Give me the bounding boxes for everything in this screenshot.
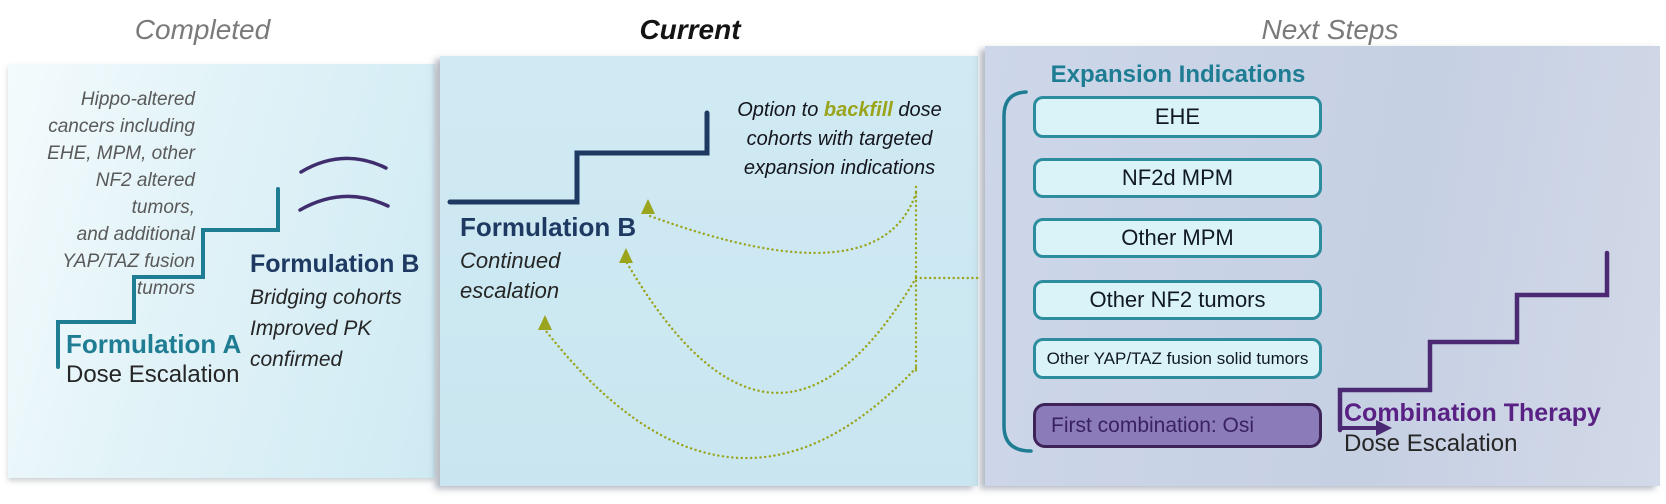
next-steps-title: Next Steps: [1261, 14, 1399, 45]
expansion-box-yap-taz: Other YAP/TAZ fusion solid tumors: [1033, 338, 1322, 379]
formulation-a-subtitle: Dose Escalation: [66, 361, 240, 388]
backfill-highlight: backfill: [823, 99, 893, 121]
backfill-option-prefix: Option to: [737, 99, 824, 121]
formulation-b-label: Formulation B: [250, 250, 420, 278]
formulation-a-label: Formulation A: [66, 329, 242, 359]
combination-therapy-subtitle: Dose Escalation: [1344, 430, 1518, 457]
current-formulation-b-label: Formulation B: [460, 212, 637, 242]
expansion-box-other-nf2: Other NF2 tumors: [1033, 280, 1322, 320]
current-formulation-b-subtitle: Continued escalation: [460, 248, 561, 303]
expansion-box-ehe: EHE: [1033, 96, 1322, 138]
expansion-box-nf2d-mpm: NF2d MPM: [1033, 158, 1322, 198]
backfill-option-suffix: dose cohorts with targeted expansion ind…: [743, 99, 942, 179]
backfill-option-note: Option to backfill dose cohorts with tar…: [722, 96, 957, 183]
hippo-cancers-note: Hippo-altered cancers including EHE, MPM…: [47, 89, 195, 299]
expansion-box-other-mpm: Other MPM: [1033, 218, 1322, 258]
combination-therapy-label: Combination Therapy: [1344, 399, 1601, 427]
formulation-b-subtitle: Bridging cohorts Improved PK confirmed: [250, 286, 402, 371]
current-title: Current: [639, 14, 741, 45]
completed-title: Completed: [134, 14, 271, 45]
expansion-box-first-combination: First combination: Osi: [1033, 403, 1322, 448]
expansion-indications-header: Expansion Indications: [1050, 61, 1306, 88]
